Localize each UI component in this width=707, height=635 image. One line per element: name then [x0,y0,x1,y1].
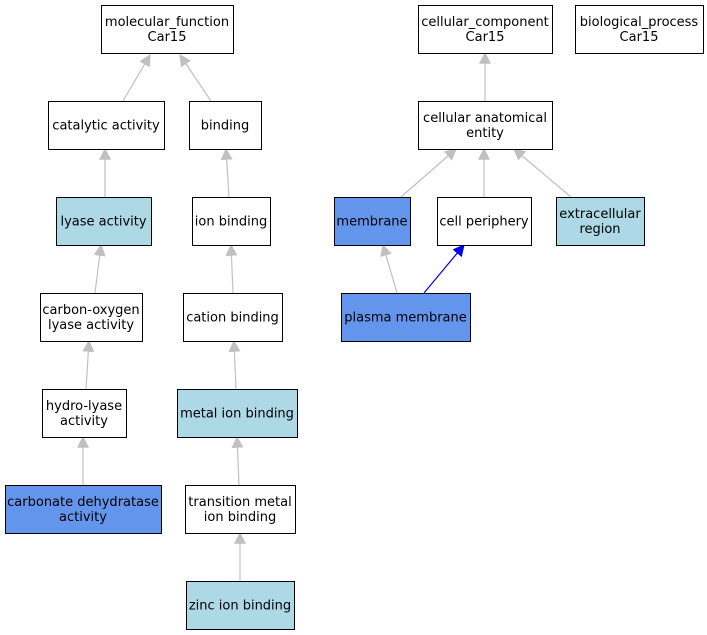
node-box[interactable] [185,485,296,534]
node-box[interactable] [334,197,411,246]
edge-colyase-to-lyase [93,243,106,294]
node-box[interactable] [341,293,471,342]
edge-pmem-to-cper [423,244,465,294]
node-box[interactable] [177,389,298,438]
node-box[interactable] [5,485,162,534]
node-label: hydro-lyase [46,399,122,414]
node-label: cell periphery [439,215,529,230]
node-cper[interactable]: cell periphery [437,197,532,246]
node-label: metal ion binding [180,407,294,422]
node-cat[interactable]: catalytic activity [48,101,165,150]
node-lyase[interactable]: lyase activity [56,197,152,246]
node-box[interactable] [418,5,553,54]
node-box[interactable] [56,197,152,246]
edge-cat-to-mf [122,53,151,102]
node-label: lyase activity [48,318,134,333]
node-label: cellular_component [421,15,549,30]
node-box[interactable] [101,5,234,54]
node-label: Car15 [466,30,505,45]
node-bind[interactable]: binding [189,101,262,150]
node-label: ion binding [204,510,276,525]
node-label: zinc ion binding [189,599,291,614]
edge-tmb-to-metb [231,435,244,486]
node-label: Car15 [620,30,659,45]
node-label: carbon-oxygen [42,303,139,318]
edge-mem-to-cae [400,148,457,198]
node-label: lyase activity [60,215,146,230]
node-ionb[interactable]: ion binding [192,197,271,246]
edge-catb-to-ionb [225,243,238,294]
node-label: ion binding [195,215,267,230]
node-label: cellular anatomical [423,111,547,126]
edge-extr-to-cae [513,148,572,198]
node-label: Car15 [148,30,187,45]
node-box[interactable] [42,389,127,438]
edge-ionb-to-bind [220,147,233,198]
edge-bind-to-mf [179,54,212,102]
edge-pmem-to-mem [380,243,398,294]
node-label: activity [60,414,108,429]
node-label: activity [59,510,107,525]
node-label: binding [201,119,249,134]
node-zinc[interactable]: zinc ion binding [186,581,295,630]
node-box[interactable] [418,101,553,150]
node-box[interactable] [437,197,532,246]
node-label: cation binding [186,311,279,326]
node-label: entity [466,126,504,141]
node-box[interactable] [183,293,283,342]
node-layer: molecular_functionCar15cellular_componen… [5,5,704,630]
edge-layer [77,51,572,581]
edge-hydro-to-colyase [82,339,95,390]
node-box[interactable] [575,5,704,54]
node-label: extracellular [559,207,641,222]
node-label: molecular_function [105,15,229,30]
node-box[interactable] [40,293,143,342]
node-box[interactable] [186,581,295,630]
node-metb[interactable]: metal ion binding [177,389,298,438]
node-label: catalytic activity [52,119,160,134]
node-label: carbonate dehydratase [7,495,159,510]
node-label: biological_process [580,15,699,30]
node-box[interactable] [189,101,262,150]
node-box[interactable] [556,197,645,246]
node-label: membrane [336,215,407,230]
edge-metb-to-catb [228,339,241,390]
node-label: plasma membrane [344,311,467,326]
node-mem[interactable]: membrane [334,197,411,246]
node-box[interactable] [48,101,165,150]
node-label: transition metal [188,495,291,510]
node-label: region [579,222,620,237]
node-box[interactable] [192,197,271,246]
node-pmem[interactable]: plasma membrane [341,293,471,342]
node-catb[interactable]: cation binding [183,293,283,342]
